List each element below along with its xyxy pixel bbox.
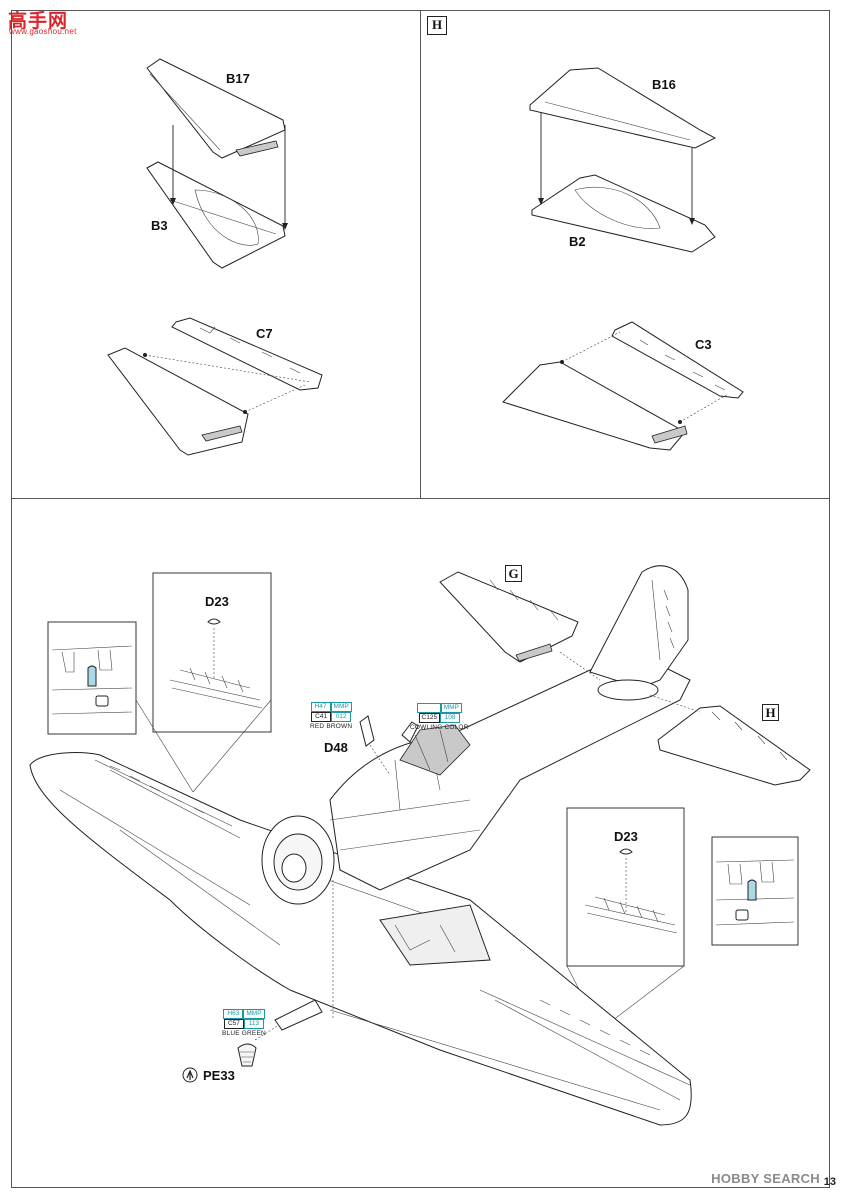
gunze-c-code: C41: [311, 712, 332, 722]
part-d48: D48: [324, 740, 348, 755]
step-h-header: H: [427, 16, 447, 35]
panel-bottom: [11, 498, 830, 1188]
b17-part-drawing: [146, 58, 286, 159]
part-b3: B3: [151, 218, 168, 233]
ref-h-box: H: [762, 704, 779, 721]
detail-box-left: [152, 572, 272, 733]
paint-name: COWLING COLOR: [410, 724, 469, 731]
ref-g-box: G: [505, 565, 522, 582]
mmp-code: 113: [243, 1019, 264, 1029]
part-b17: B17: [226, 71, 250, 86]
inset-box-right: [711, 836, 799, 946]
part-d23-right: D23: [614, 829, 638, 844]
site-watermark: 高手网 www.gaoshou.net: [8, 6, 76, 36]
paint-callout-cowling: MMP C125 108 COWLING COLOR: [410, 703, 469, 731]
part-c7: C7: [256, 326, 273, 341]
paint-callout-blue-green: H63 MMP C57 113 BLUE GREEN: [222, 1009, 266, 1037]
h-stabilizer-drawing: [657, 705, 811, 786]
site-url: www.gaoshou.net: [9, 27, 77, 36]
tail-fin-drawing: [589, 565, 689, 701]
gunze-h-code: H47: [310, 702, 331, 712]
part-b16: B16: [652, 77, 676, 92]
detail-box-right: [566, 807, 685, 967]
paint-callout-red-brown: H47 MMP C41 012 RED BROWN: [310, 702, 352, 730]
paint-name: RED BROWN: [310, 723, 353, 730]
mmp-brand: MMP: [440, 703, 462, 713]
main-wing-drawing: [29, 751, 692, 1126]
b3-part-drawing: [146, 161, 286, 269]
part-d23-left: D23: [205, 594, 229, 609]
page-number: 13: [823, 1176, 836, 1188]
paint-name: BLUE GREEN: [222, 1030, 266, 1037]
site-name: 高手网: [8, 11, 69, 32]
part-b2: B2: [569, 234, 586, 249]
g-stabilizer-drawing: [439, 571, 579, 663]
b2-part-drawing: [531, 174, 716, 253]
fuselage-drawing: [261, 659, 691, 905]
inset-box-left: [47, 621, 137, 735]
gunze-c-code: C125: [418, 713, 441, 723]
mmp-brand: MMP: [330, 702, 352, 712]
mmp-code: 012: [331, 712, 352, 722]
mmp-code: 108: [440, 713, 461, 723]
pe33-part: [237, 1043, 257, 1067]
mmp-brand: MMP: [243, 1009, 265, 1019]
hobby-search-watermark: HOBBY SEARCH: [711, 1171, 820, 1186]
gunze-c-code: C57: [223, 1019, 244, 1029]
part-pe33: PE33: [203, 1068, 235, 1083]
c7-part-drawing: [107, 317, 323, 456]
part-c3: C3: [695, 337, 712, 352]
c3-part-drawing: [502, 321, 744, 451]
gunze-h-code: H63: [223, 1009, 244, 1019]
d48-part: [359, 715, 375, 747]
b16-part-drawing: [529, 67, 717, 149]
